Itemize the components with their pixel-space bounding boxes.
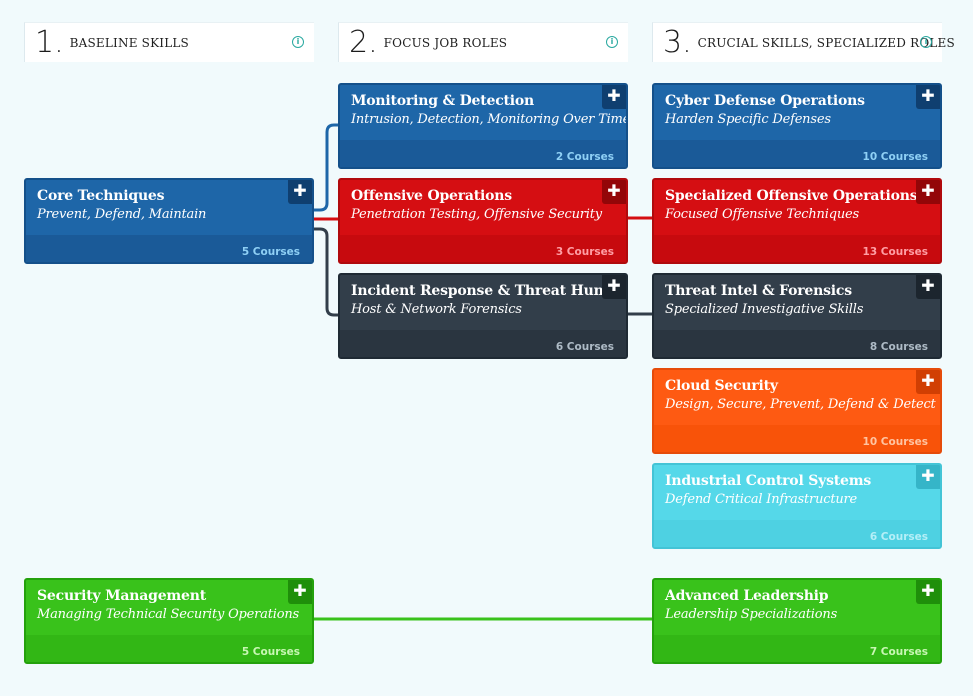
plus-icon[interactable]: ✚ [916, 275, 940, 299]
card-subtitle: Focused Offensive Techniques [665, 207, 859, 222]
card-title: Advanced Leadership [665, 588, 829, 604]
plus-icon[interactable]: ✚ [916, 85, 940, 109]
card-title: Specialized Offensive Operations [665, 188, 918, 204]
connector-core-incident [313, 227, 339, 317]
card-title: Core Techniques [37, 188, 165, 204]
plus-icon[interactable]: ✚ [916, 465, 940, 489]
card-title: Industrial Control Systems [665, 473, 872, 489]
card-offensive-operations[interactable]: Offensive Operations Penetration Testing… [338, 178, 628, 264]
card-threat-intel-forensics[interactable]: Threat Intel & Forensics Specialized Inv… [652, 273, 942, 359]
card-subtitle: Penetration Testing, Offensive Security [351, 207, 602, 222]
column-number: 3. [663, 24, 692, 60]
card-subtitle: Defend Critical Infrastructure [665, 492, 858, 507]
plus-icon[interactable]: ✚ [916, 370, 940, 394]
plus-icon[interactable]: ✚ [288, 580, 312, 604]
plus-icon[interactable]: ✚ [916, 180, 940, 204]
course-count: 3 Courses [555, 246, 614, 258]
card-title: Monitoring & Detection [351, 93, 535, 109]
card-subtitle: Harden Specific Defenses [665, 112, 831, 127]
card-title: Security Management [37, 588, 206, 604]
column-title: BASELINE SKILLS [69, 35, 189, 50]
column-number: 2. [349, 24, 378, 60]
column-title: FOCUS JOB ROLES [383, 35, 508, 50]
column-header-focus: 2. FOCUS JOB ROLES i [338, 22, 628, 62]
card-title: Threat Intel & Forensics [665, 283, 852, 299]
card-subtitle: Leadership Specializations [665, 607, 838, 622]
card-subtitle: Design, Secure, Prevent, Defend & Detect [665, 397, 936, 412]
course-count: 5 Courses [241, 646, 300, 658]
column-header-crucial: 3. CRUCIAL SKILLS, SPECIALIZED ROLES i [652, 22, 955, 62]
card-title: Cloud Security [665, 378, 778, 394]
card-security-management[interactable]: Security Management Managing Technical S… [24, 578, 314, 664]
card-incident-response[interactable]: Incident Response & Threat Hunting Host … [338, 273, 628, 359]
card-subtitle: Intrusion, Detection, Monitoring Over Ti… [351, 112, 628, 127]
card-subtitle: Managing Technical Security Operations [37, 607, 299, 622]
connector-core-monitoring [313, 123, 339, 212]
course-count: 8 Courses [869, 341, 928, 353]
plus-icon[interactable]: ✚ [602, 275, 626, 299]
card-title: Incident Response & Threat Hunting [351, 283, 628, 299]
card-industrial-control-systems[interactable]: Industrial Control Systems Defend Critic… [652, 463, 942, 549]
course-count: 2 Courses [555, 151, 614, 163]
course-count: 7 Courses [869, 646, 928, 658]
card-specialized-offensive-operations[interactable]: Specialized Offensive Operations Focused… [652, 178, 942, 264]
column-title: CRUCIAL SKILLS, SPECIALIZED ROLES [697, 35, 955, 50]
plus-icon[interactable]: ✚ [602, 85, 626, 109]
plus-icon[interactable]: ✚ [288, 180, 312, 204]
card-core-techniques[interactable]: Core Techniques Prevent, Defend, Maintai… [24, 178, 314, 264]
course-count: 6 Courses [555, 341, 614, 353]
card-monitoring-detection[interactable]: Monitoring & Detection Intrusion, Detect… [338, 83, 628, 169]
course-count: 6 Courses [869, 531, 928, 543]
card-cyber-defense-operations[interactable]: Cyber Defense Operations Harden Specific… [652, 83, 942, 169]
info-icon[interactable]: i [292, 36, 304, 48]
course-count: 10 Courses [862, 436, 928, 448]
plus-icon[interactable]: ✚ [602, 180, 626, 204]
plus-icon[interactable]: ✚ [916, 580, 940, 604]
card-advanced-leadership[interactable]: Advanced Leadership Leadership Specializ… [652, 578, 942, 664]
card-cloud-security[interactable]: Cloud Security Design, Secure, Prevent, … [652, 368, 942, 454]
column-header-baseline: 1. BASELINE SKILLS i [24, 22, 314, 62]
card-subtitle: Prevent, Defend, Maintain [37, 207, 207, 222]
card-title: Cyber Defense Operations [665, 93, 865, 109]
card-subtitle: Specialized Investigative Skills [665, 302, 864, 317]
card-subtitle: Host & Network Forensics [351, 302, 522, 317]
column-number: 1. [35, 24, 64, 60]
info-icon[interactable]: i [920, 36, 932, 48]
course-count: 10 Courses [862, 151, 928, 163]
info-icon[interactable]: i [606, 36, 618, 48]
course-count: 13 Courses [862, 246, 928, 258]
course-count: 5 Courses [241, 246, 300, 258]
card-title: Offensive Operations [351, 188, 512, 204]
